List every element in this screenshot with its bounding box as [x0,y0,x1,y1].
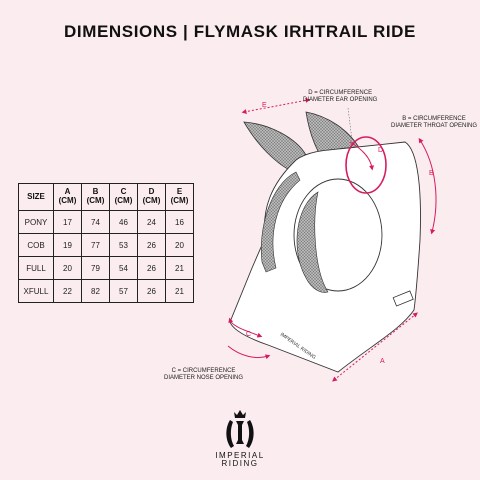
eye-cover-mesh [296,191,329,293]
table-cell: 19 [53,233,82,257]
table-header-row: SIZE A(CM) B(CM) C(CM) D(CM) E(CM) [18,183,194,211]
size-table: SIZE A(CM) B(CM) C(CM) D(CM) E(CM) PONY … [18,183,194,303]
marker-c: C [246,331,252,338]
page-title: DIMENSIONS | FLYMASK IRHTRAIL RIDE [64,22,416,41]
marker-e: E [262,102,267,109]
label-b: B = CIRCUMFERENCE DIAMETER THROAT OPENIN… [391,116,478,130]
dimension-b-arrow [418,137,437,235]
table-row: COB 19 77 53 26 20 [18,233,194,257]
table-header-d: D(CM) [137,183,166,211]
label-c: C = CIRCUMFERENCE DIAMETER NOSE OPENING [164,368,244,382]
table-cell: FULL [18,256,54,280]
dimension-a-arrow [332,312,418,382]
table-row: FULL 20 79 54 26 21 [18,256,194,280]
velcro-strap [392,290,414,307]
imperial-riding-logo-icon [226,410,254,448]
table-cell: 16 [165,210,194,234]
brand-wordmark: IMPERIAL RIDING [215,451,265,469]
label-d: D = CIRCUMFERENCE DIAMETER EAR OPENING [303,90,378,104]
table-cell: 74 [81,210,110,234]
dimension-c-arrow [228,317,263,338]
table-cell: 46 [109,210,138,234]
table-row: XFULL 22 82 57 26 21 [18,279,194,303]
marker-d: D [378,147,384,154]
table-row: PONY 17 74 46 24 16 [18,210,194,234]
table-cell: 82 [81,279,110,303]
mask-side-mesh [261,171,301,273]
marker-a: A [380,358,385,365]
table-cell: 21 [165,279,194,303]
dimension-c-arrow-lower [227,345,271,360]
table-cell: XFULL [18,279,54,303]
dimension-d-leader [347,107,353,141]
dimension-e-arrow [241,98,311,114]
marker-b: B [429,170,434,177]
table-cell: 54 [109,256,138,280]
table-cell: PONY [18,210,54,234]
ear-opening-rim [345,136,387,194]
dimension-d-arrow [349,141,375,171]
